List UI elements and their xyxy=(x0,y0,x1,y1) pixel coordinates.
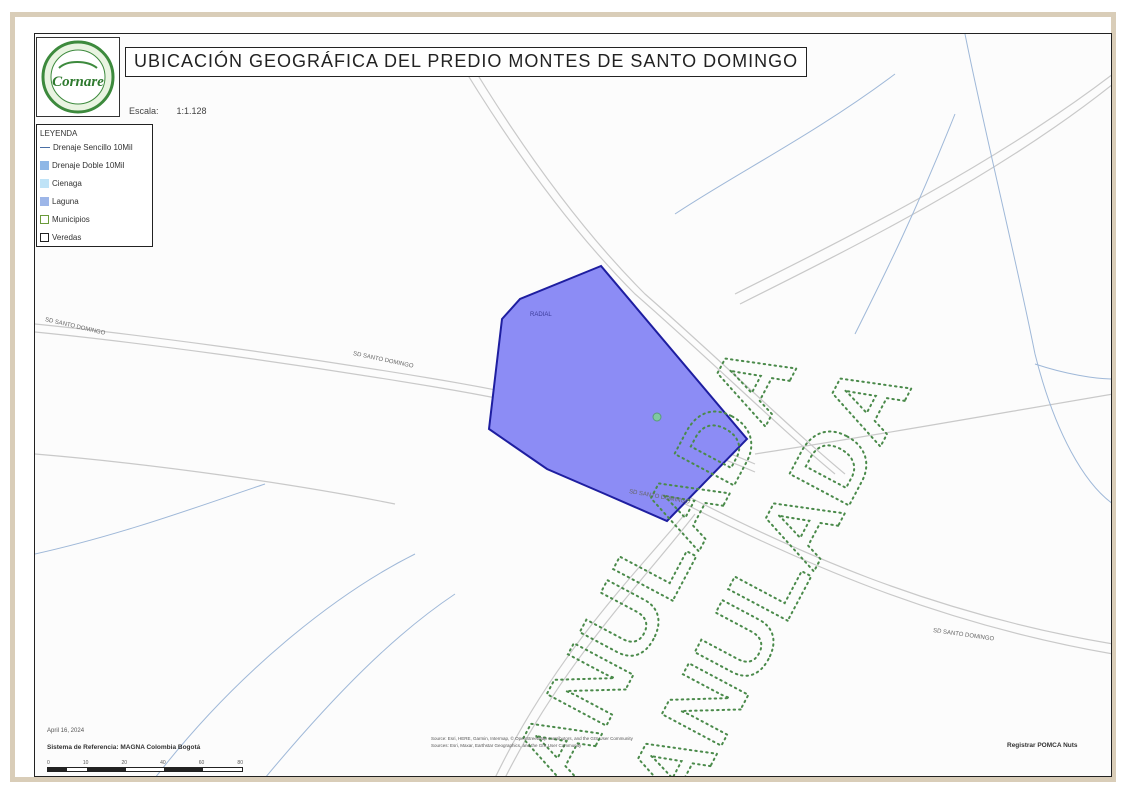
legend-item-label: Cienaga xyxy=(52,178,82,188)
drainage-line xyxy=(1034,363,1111,380)
road-east-short xyxy=(754,393,1111,455)
drainage-line xyxy=(854,113,956,335)
map-reference-system: Sistema de Referencia: MAGNA Colombia Bo… xyxy=(47,744,201,751)
scale-value: 1:1.128 xyxy=(176,106,207,116)
legend-line-swatch xyxy=(40,146,50,148)
drainage-line xyxy=(266,593,456,776)
road-sw xyxy=(35,453,396,505)
scale-tick: 60 xyxy=(198,760,205,766)
source-credit-1: Source: Esri, HERE, Garmin, Intermap, © … xyxy=(431,736,633,741)
legend-item-veredas: Veredas xyxy=(40,231,81,243)
parcel-point-marker[interactable] xyxy=(652,412,662,422)
drainage-line xyxy=(35,483,266,555)
scale-tick: 0 xyxy=(47,760,50,766)
map-date: April 16, 2024 xyxy=(47,728,85,734)
road-ne-b xyxy=(739,84,1111,305)
drainage-line xyxy=(155,553,416,776)
registrar-note: Registrar POMCA Nuts xyxy=(1007,742,1078,749)
legend-outline-swatch xyxy=(40,232,49,242)
legend-item-label: Veredas xyxy=(52,232,82,242)
scale-bar: 0 10 20 40 60 80 xyxy=(47,760,243,772)
legend-fill-swatch xyxy=(40,196,49,206)
map-outer-frame xyxy=(10,12,1116,782)
map-title: UBICACIÓN GEOGRÁFICA DEL PREDIO MONTES D… xyxy=(125,47,808,77)
legend-item-drenaje-doble: Drenaje Doble 10Mil xyxy=(40,159,124,171)
scale-bar-ticks: 0 10 20 40 60 80 xyxy=(47,760,243,766)
road-north xyxy=(454,53,836,475)
logo-text: Cornare xyxy=(52,74,104,90)
scale-tick: 20 xyxy=(121,760,128,766)
parcel-label: RADIAL xyxy=(530,312,552,318)
road-north-b xyxy=(464,53,846,475)
legend-item-label: Laguna xyxy=(52,196,79,206)
legend-item-label: Municipios xyxy=(52,214,90,224)
road-main-east-b xyxy=(649,485,1111,655)
road-ne xyxy=(734,74,1111,295)
map-svg: ANULADA ANULADA xyxy=(35,34,1111,776)
cornare-logo-icon: Cornare xyxy=(41,40,115,114)
scale-indicator: Escala: 1:1.128 xyxy=(129,106,207,116)
legend-item-label: Drenaje Sencillo 10Mil xyxy=(53,142,133,152)
legend-fill-swatch xyxy=(40,178,49,188)
legend-item-cienaga: Cienaga xyxy=(40,177,82,189)
legend: LEYENDA Drenaje Sencillo 10Mil Drenaje D… xyxy=(36,124,153,247)
legend-title: LEYENDA xyxy=(40,129,78,138)
legend-item-drenaje-sencillo: Drenaje Sencillo 10Mil xyxy=(40,141,133,153)
scale-tick: 80 xyxy=(237,760,243,766)
scale-label: Escala: xyxy=(129,106,159,116)
legend-outline-swatch xyxy=(40,214,49,224)
parcel-polygon[interactable] xyxy=(487,264,749,523)
legend-fill-swatch xyxy=(40,160,49,170)
legend-item-municipios: Municipios xyxy=(40,213,90,225)
drainage-lines xyxy=(35,34,1111,776)
road-south-b xyxy=(505,513,696,776)
road-south xyxy=(495,513,686,776)
drainage-line xyxy=(964,34,1111,504)
road-main-east xyxy=(644,473,1111,645)
cornare-logo: Cornare xyxy=(36,37,120,117)
scale-tick: 40 xyxy=(160,760,166,766)
scale-tick: 10 xyxy=(82,760,89,766)
map-canvas[interactable]: ANULADA ANULADA SD SANTO DOMINGO SD SANT… xyxy=(34,33,1112,777)
drainage-line xyxy=(674,73,896,215)
legend-item-laguna: Laguna xyxy=(40,195,79,207)
legend-item-label: Drenaje Doble 10Mil xyxy=(52,160,125,170)
source-credit-2: Sources: Esri, Maxar, Earthstar Geograph… xyxy=(431,743,582,748)
scale-bar-graphic xyxy=(47,767,243,772)
